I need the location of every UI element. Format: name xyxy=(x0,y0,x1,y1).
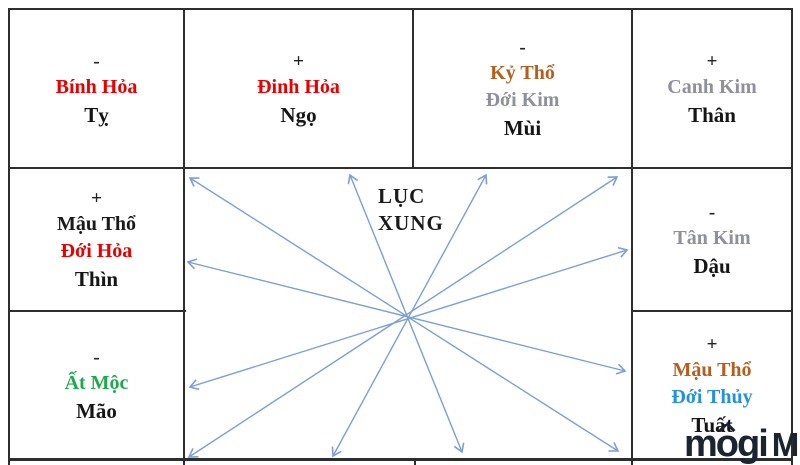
mogi-logo-partial-mark: M xyxy=(771,426,799,463)
polarity-sign: + xyxy=(706,333,718,355)
stem-line: Đới Thủy xyxy=(671,385,753,408)
branch-name: Thân xyxy=(688,102,736,127)
stem-line: Đới Hỏa xyxy=(60,240,133,262)
branch-name: Tuất xyxy=(691,412,733,437)
conflict-arrow-6 xyxy=(188,246,629,391)
mogi-logo-text: mogi xyxy=(684,424,769,465)
cell-than: + Canh Kim Thân xyxy=(633,10,791,167)
cell-thin: + Mậu Thổ Đới Hỏa Thìn xyxy=(10,169,183,310)
grid-line-v2 xyxy=(412,8,414,169)
branch-name: Mùi xyxy=(503,116,542,140)
cell-ngo: + Đinh Hỏa Ngọ xyxy=(185,10,412,167)
stem-line: Bính Hỏa xyxy=(55,75,138,98)
stem-line: Kỷ Thổ xyxy=(490,62,555,84)
title-line-1: LỤC xyxy=(378,184,426,208)
grid-line-v2-stub xyxy=(414,461,416,465)
cell-dau: - Tân Kim Dậu xyxy=(633,169,791,310)
grid-line-right-mid xyxy=(631,310,793,312)
grid-line-top xyxy=(8,8,793,10)
polarity-sign: - xyxy=(93,50,100,72)
cell-mui: - Kỷ Thổ Đới Kim Mùi xyxy=(414,10,631,167)
grid-line-bottom xyxy=(8,458,793,461)
branch-name: Tỵ xyxy=(84,102,109,127)
polarity-sign: + xyxy=(293,50,304,72)
grid-line-left-mid xyxy=(8,310,186,312)
polarity-sign: - xyxy=(93,347,100,368)
grid-line-v3 xyxy=(631,8,633,465)
title-line-2: XUNG xyxy=(378,211,444,235)
stem-line: Canh Kim xyxy=(667,75,757,98)
polarity-sign: + xyxy=(706,50,718,72)
polarity-sign: - xyxy=(708,201,716,223)
stem-line: Ất Mộc xyxy=(64,372,129,394)
luc-xung-title: LỤC XUNG xyxy=(378,183,444,237)
stem-line: Đinh Hỏa xyxy=(257,75,340,98)
branch-name: Thìn xyxy=(74,267,119,291)
cell-tuat: + Mậu Thổ Đới Thủy Tuất xyxy=(633,312,791,458)
conflict-arrow-5 xyxy=(186,258,627,375)
grid-line-left xyxy=(8,8,10,465)
stem-line: Mậu Thổ xyxy=(672,358,752,381)
branch-name: Ngọ xyxy=(280,102,317,127)
grid-line-v1 xyxy=(183,8,185,465)
stem-line: Mậu Thổ xyxy=(56,213,137,235)
stem-line: Đới Kim xyxy=(485,89,560,111)
polarity-sign: + xyxy=(91,188,102,209)
branch-name: Mão xyxy=(76,399,117,423)
polarity-sign: - xyxy=(519,37,526,58)
grid-line-right xyxy=(791,8,793,465)
grid-line-row1-bottom xyxy=(8,167,793,169)
cell-ty: - Bính Hỏa Tỵ xyxy=(10,10,183,167)
cell-mao: - Ất Mộc Mão xyxy=(10,312,183,458)
stem-line: Tân Kim xyxy=(673,226,751,249)
branch-name: Dậu xyxy=(693,253,731,278)
